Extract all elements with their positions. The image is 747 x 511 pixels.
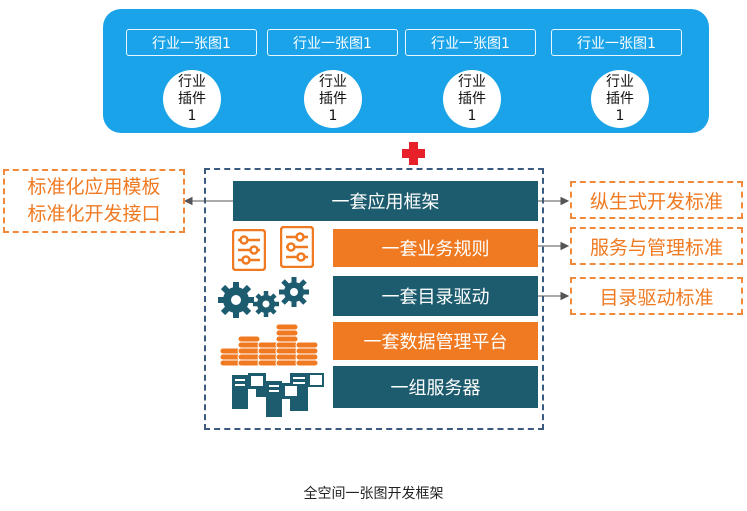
gears-icon	[218, 277, 309, 318]
business-rules-bar: 一套业务规则	[333, 229, 538, 267]
figure-caption: 全空间一张图开发框架	[303, 486, 444, 502]
plugin-label: 插件	[458, 90, 486, 107]
industry-map-box: 行业一张图1	[267, 29, 398, 56]
settings-document-icon	[232, 229, 266, 271]
server-computer-icon	[232, 373, 324, 417]
catalog-standard-box: 目录驱动标准	[570, 277, 743, 315]
interface-label: 标准化开发接口	[27, 203, 161, 225]
plugin-label: 1	[615, 107, 625, 124]
framework-frame	[204, 168, 544, 430]
industry-plugin-circle: 行业 插件 1	[304, 70, 362, 128]
dev-standard-box: 纵生式开发标准	[570, 181, 743, 219]
plus-icon	[402, 142, 425, 165]
industry-plugin-circle: 行业 插件 1	[163, 70, 221, 128]
plugin-label: 1	[467, 107, 477, 124]
industry-panel: 行业一张图1 行业一张图1 行业一张图1 行业一张图1 行业 插件 1 行业 插…	[103, 9, 709, 133]
service-standard-box: 服务与管理标准	[570, 227, 743, 265]
plugin-label: 1	[328, 107, 338, 124]
coins-database-icon	[219, 323, 319, 366]
plugin-label: 1	[187, 107, 197, 124]
servers-bar: 一组服务器	[333, 366, 538, 408]
industry-map-box: 行业一张图1	[405, 29, 536, 56]
plugin-label: 行业	[319, 73, 347, 90]
plugin-label: 行业	[606, 73, 634, 90]
plugin-label: 行业	[178, 73, 206, 90]
catalog-driver-bar: 一套目录驱动	[333, 276, 538, 316]
plugin-label: 插件	[319, 90, 347, 107]
industry-plugin-circle: 行业 插件 1	[443, 70, 501, 128]
plugin-label: 插件	[606, 90, 634, 107]
template-label: 标准化应用模板	[27, 176, 161, 198]
plugin-label: 插件	[178, 90, 206, 107]
industry-plugin-circle: 行业 插件 1	[591, 70, 649, 128]
industry-map-box: 行业一张图1	[126, 29, 257, 56]
data-platform-bar: 一套数据管理平台	[333, 322, 538, 360]
app-framework-bar: 一套应用框架	[233, 181, 538, 221]
industry-map-box: 行业一张图1	[551, 29, 682, 56]
settings-document-icon	[280, 226, 314, 268]
plugin-label: 行业	[458, 73, 486, 90]
standard-template-box: 标准化应用模板 标准化开发接口	[3, 169, 185, 233]
